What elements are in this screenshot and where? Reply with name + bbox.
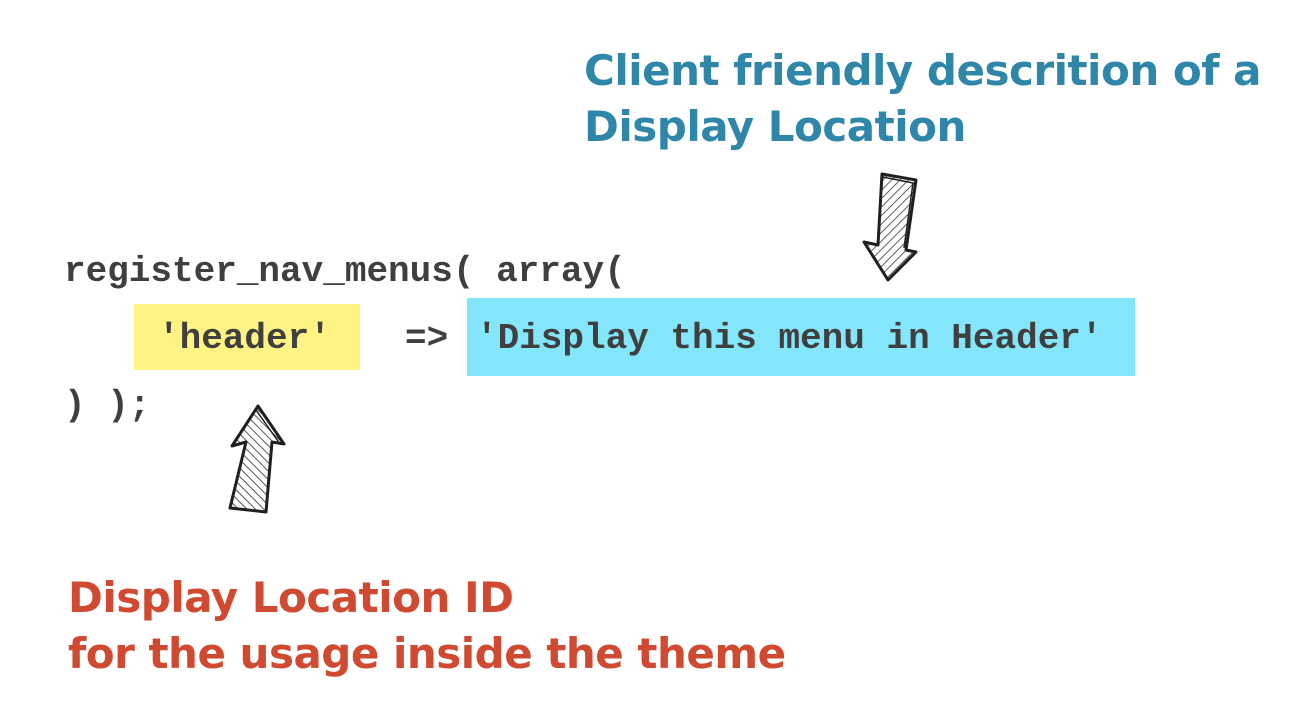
code-line-1: register_nav_menus( array(	[64, 251, 626, 292]
description-line-1: Client friendly descrition of a	[584, 46, 1261, 95]
location-id-line-2: for the usage inside the theme	[68, 629, 786, 678]
location-id-line-1: Display Location ID	[68, 573, 514, 622]
description-annotation: Client friendly descrition of a Display …	[584, 43, 1261, 155]
code-key: 'header'	[158, 318, 331, 359]
key-highlight	[134, 304, 360, 370]
description-line-2: Display Location	[584, 102, 966, 151]
code-operator: =>	[405, 318, 449, 359]
hand-drawn-down-arrow-icon	[862, 172, 918, 282]
location-id-annotation: Display Location ID for the usage inside…	[68, 570, 786, 682]
code-value: 'Display this menu in Header'	[476, 318, 1103, 359]
hand-drawn-up-arrow-icon	[228, 404, 286, 514]
value-highlight	[467, 298, 1135, 376]
code-line-3: ) );	[64, 385, 151, 426]
